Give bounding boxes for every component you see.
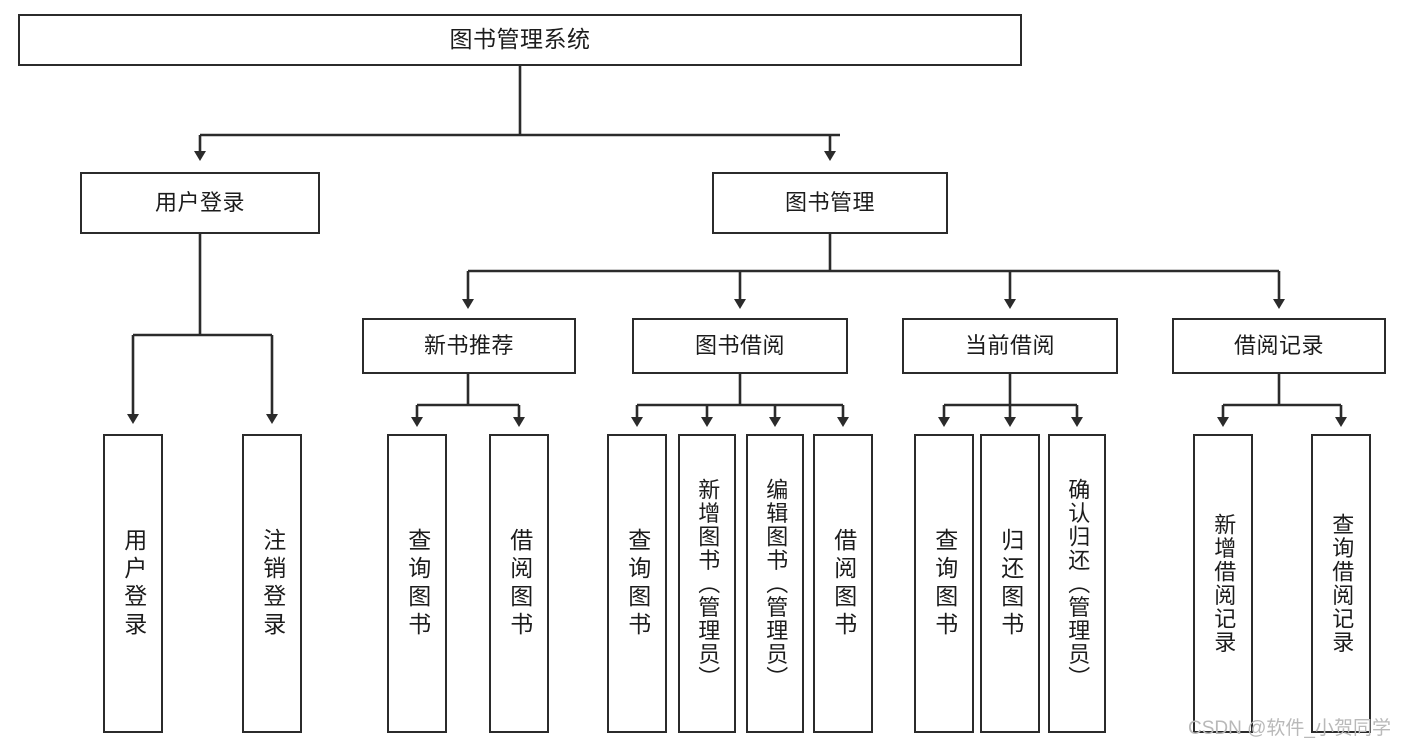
leaf-logout-label: 注销登录 [259, 527, 286, 640]
csdn-watermark: CSDN @软件_小贺同学 [1188, 718, 1391, 739]
leaf-nb-query-book[interactable]: 查询图书 [387, 434, 447, 733]
leaf-cb-query-book-label: 查询图书 [931, 527, 958, 640]
leaf-cb-return-book-label: 归还图书 [997, 527, 1024, 640]
node-current-borrow[interactable]: 当前借阅 [902, 318, 1118, 374]
leaf-bb-edit-book-admin[interactable]: 编辑图书（管理员） [746, 434, 804, 733]
leaf-bb-edit-book-admin-label: 编辑图书（管理员） [763, 477, 789, 690]
leaf-cb-return-book[interactable]: 归还图书 [980, 434, 1040, 733]
node-borrow-record-label: 借阅记录 [1233, 332, 1324, 358]
node-book-borrow[interactable]: 图书借阅 [632, 318, 848, 374]
leaf-nb-borrow-book-label: 借阅图书 [506, 527, 533, 640]
leaf-br-add-record-label: 新增借阅记录 [1211, 513, 1237, 654]
node-book-borrow-label: 图书借阅 [694, 332, 785, 358]
leaf-bb-add-book-admin[interactable]: 新增图书（管理员） [678, 434, 736, 733]
node-user-login-label: 用户登录 [154, 189, 245, 215]
node-current-borrow-label: 当前借阅 [964, 332, 1055, 358]
leaf-logout[interactable]: 注销登录 [242, 434, 302, 733]
node-borrow-record[interactable]: 借阅记录 [1172, 318, 1386, 374]
leaf-bb-add-book-admin-label: 新增图书（管理员） [695, 477, 721, 690]
leaf-cb-confirm-return-admin-label: 确认归还（管理员） [1065, 477, 1091, 690]
node-root-system[interactable]: 图书管理系统 [18, 14, 1022, 66]
node-user-login[interactable]: 用户登录 [80, 172, 320, 234]
node-book-manage-label: 图书管理 [784, 189, 875, 215]
node-new-book-recommend-label: 新书推荐 [423, 332, 514, 358]
leaf-cb-query-book[interactable]: 查询图书 [914, 434, 974, 733]
leaf-user-login-label: 用户登录 [120, 527, 147, 640]
leaf-nb-borrow-book[interactable]: 借阅图书 [489, 434, 549, 733]
leaf-user-login[interactable]: 用户登录 [103, 434, 163, 733]
leaf-bb-query-book[interactable]: 查询图书 [607, 434, 667, 733]
leaf-bb-borrow-book[interactable]: 借阅图书 [813, 434, 873, 733]
leaf-br-query-record[interactable]: 查询借阅记录 [1311, 434, 1371, 733]
leaf-br-add-record[interactable]: 新增借阅记录 [1193, 434, 1253, 733]
node-book-manage[interactable]: 图书管理 [712, 172, 948, 234]
leaf-nb-query-book-label: 查询图书 [404, 527, 431, 640]
leaf-bb-borrow-book-label: 借阅图书 [830, 527, 857, 640]
leaf-br-query-record-label: 查询借阅记录 [1329, 513, 1355, 654]
leaf-cb-confirm-return-admin[interactable]: 确认归还（管理员） [1048, 434, 1106, 733]
node-root-system-label: 图书管理系统 [449, 26, 591, 53]
node-new-book-recommend[interactable]: 新书推荐 [362, 318, 576, 374]
leaf-bb-query-book-label: 查询图书 [624, 527, 651, 640]
